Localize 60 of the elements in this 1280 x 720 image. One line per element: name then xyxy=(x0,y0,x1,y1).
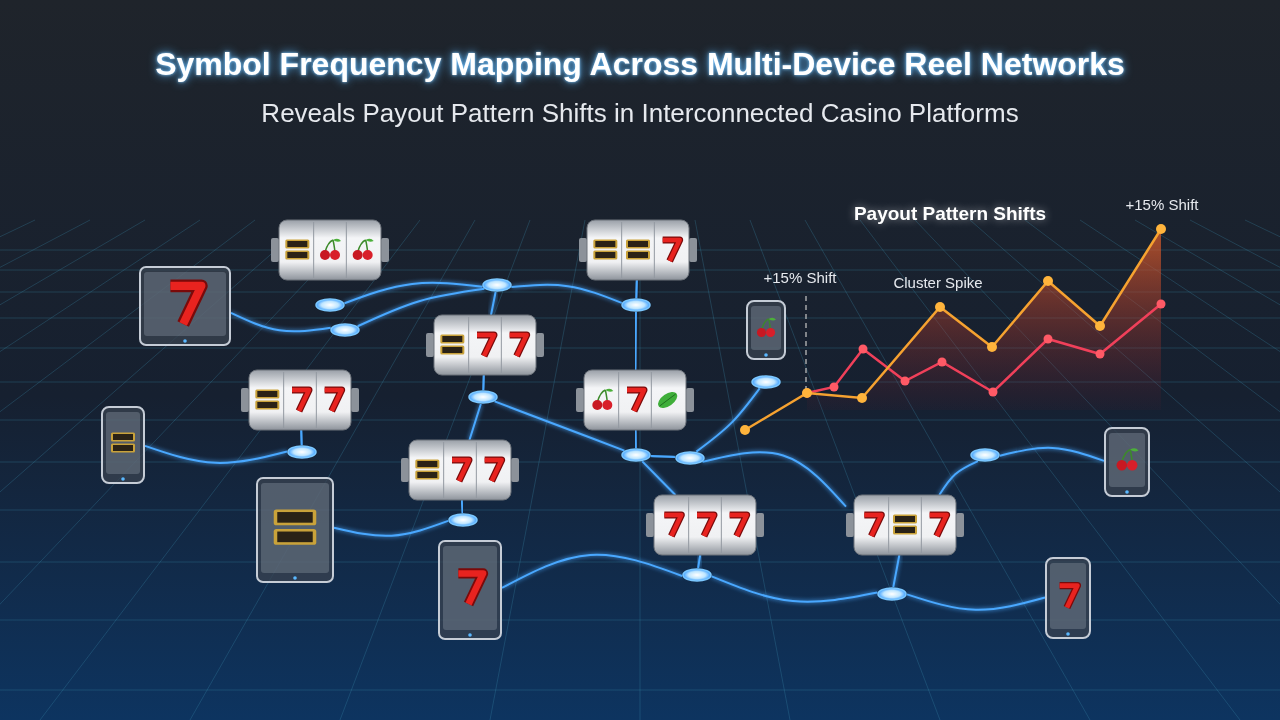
phone-drawing xyxy=(1045,557,1091,639)
slot-reel-drawing xyxy=(646,495,764,555)
network-hub xyxy=(682,568,712,582)
phone-drawing xyxy=(1104,427,1150,497)
network-link xyxy=(501,553,684,589)
network-hub xyxy=(448,513,478,527)
slot-reel-drawing xyxy=(401,440,519,500)
network-hub xyxy=(287,445,317,459)
phone-drawing xyxy=(746,300,786,360)
network-link xyxy=(343,281,484,305)
annotation: +15% Shift xyxy=(763,269,837,286)
tablet-drawing xyxy=(438,540,502,640)
network-link xyxy=(938,460,979,496)
network-link xyxy=(710,575,879,603)
network-link xyxy=(356,287,486,328)
title: Symbol Frequency Mapping Across Multi-Device Reel Networks xyxy=(154,46,1126,83)
network-link xyxy=(635,279,638,299)
network-hub xyxy=(751,375,781,389)
network-link xyxy=(701,451,847,508)
network-hub xyxy=(621,298,651,312)
network-link xyxy=(230,311,332,333)
network-link xyxy=(493,400,626,452)
annotation: Cluster Spike xyxy=(893,274,983,291)
network-link xyxy=(144,444,289,464)
network-hub xyxy=(330,323,360,337)
phone-drawing xyxy=(101,406,145,484)
network-link xyxy=(906,593,1046,611)
network-hub xyxy=(315,298,345,312)
network-link xyxy=(510,283,623,304)
slot-reel-drawing xyxy=(271,220,389,280)
network-hub xyxy=(877,587,907,601)
network-link xyxy=(649,454,677,459)
network-link xyxy=(695,387,761,453)
slot-reel-drawing xyxy=(576,370,694,430)
network-hub xyxy=(482,278,512,292)
chart-title: Payout Pattern Shifts xyxy=(853,203,1047,225)
network-link xyxy=(460,499,464,514)
network-link xyxy=(634,429,637,449)
subtitle: Reveals Payout Pattern Shifts in Interconnected Casino Platforms xyxy=(261,98,1019,129)
network-hub xyxy=(675,451,705,465)
network-hub xyxy=(468,390,498,404)
network-link xyxy=(468,402,482,441)
network-link xyxy=(641,460,677,496)
network-link xyxy=(300,429,303,446)
tablet-drawing xyxy=(139,266,231,346)
slot-reel-drawing xyxy=(579,220,697,280)
slot-reel-drawing xyxy=(426,315,544,375)
network-link xyxy=(482,374,485,391)
network-hub xyxy=(621,448,651,462)
network-link xyxy=(892,554,901,589)
network-link xyxy=(697,554,702,569)
slot-reel-drawing xyxy=(241,370,359,430)
network-link xyxy=(490,290,497,316)
annotation: +15% Shift xyxy=(1125,196,1199,213)
network-link xyxy=(333,519,450,537)
network-link xyxy=(634,311,637,371)
slot-reel-drawing xyxy=(846,495,964,555)
network-link xyxy=(998,446,1105,462)
tablet-drawing xyxy=(256,477,334,583)
network-hub xyxy=(970,448,1000,462)
